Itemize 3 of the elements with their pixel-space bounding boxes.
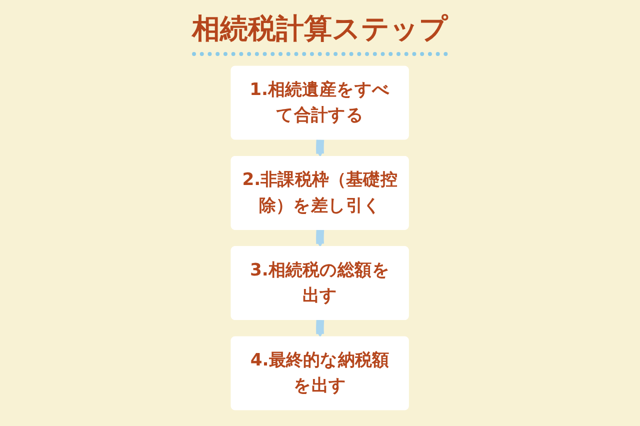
arrow <box>316 227 324 248</box>
title: 相続税計算ステップ <box>192 10 448 56</box>
arrow <box>316 137 324 158</box>
